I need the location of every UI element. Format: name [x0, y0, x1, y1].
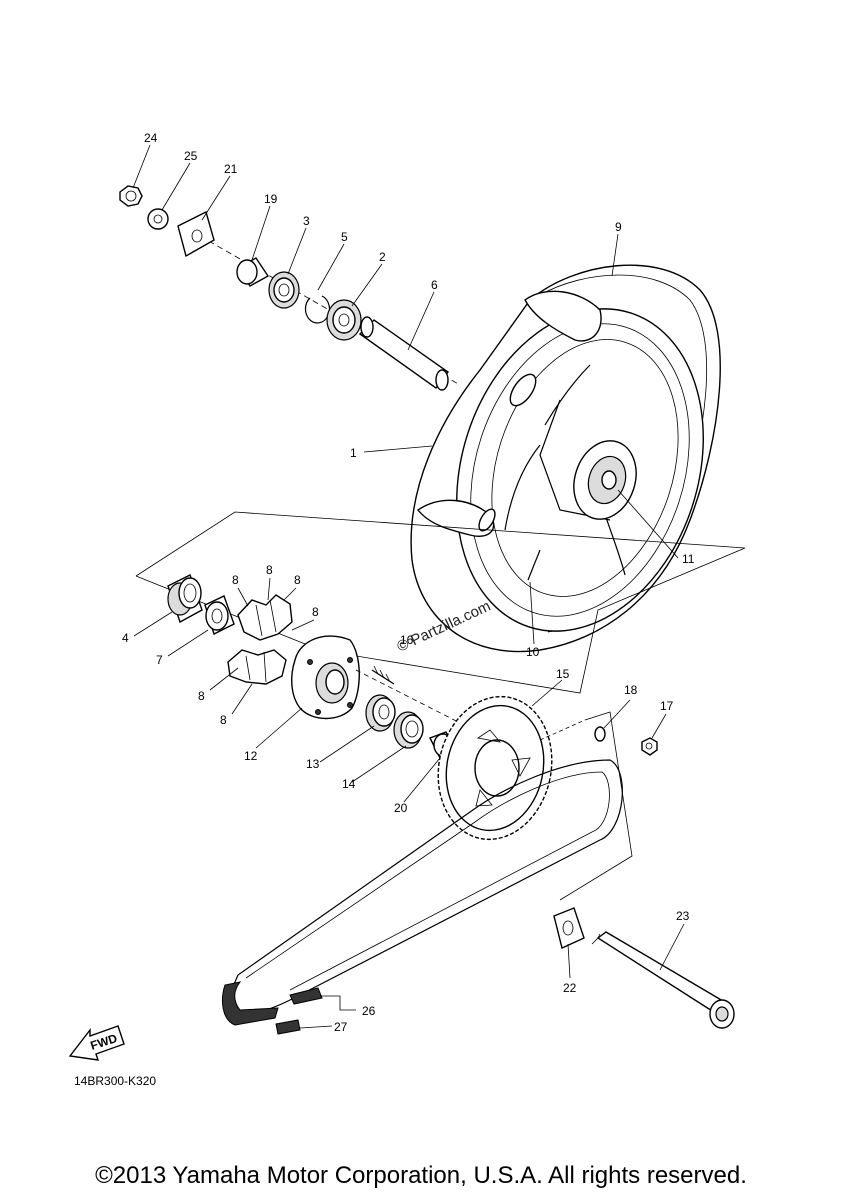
part-15-sprocket[interactable] — [425, 686, 564, 850]
part-6-spacer[interactable] — [358, 316, 449, 391]
callout-21: 21 — [224, 162, 238, 176]
callout-7: 7 — [156, 653, 163, 667]
callout-15: 15 — [556, 667, 570, 681]
drive-chain[interactable] — [222, 759, 623, 1026]
callout-8-a: 8 — [232, 573, 239, 587]
callout-10: 10 — [526, 645, 540, 659]
callout-8-d: 8 — [312, 605, 319, 619]
callout-2: 2 — [379, 250, 386, 264]
part-26-master-link[interactable] — [289, 987, 323, 1005]
callout-4: 4 — [122, 631, 129, 645]
callout-23: 23 — [676, 909, 690, 923]
part-13-bearing[interactable] — [365, 694, 396, 732]
leader-lines — [132, 144, 685, 1029]
callout-8-c: 8 — [294, 573, 301, 587]
callout-14: 14 — [342, 777, 356, 791]
callout-16: 16 — [400, 633, 414, 647]
callout-5: 5 — [341, 230, 348, 244]
callout-numbers: 24 25 21 19 3 5 2 6 9 1 11 10 4 7 8 8 8 … — [122, 131, 695, 1034]
callout-22: 22 — [563, 981, 577, 995]
part-8-damper-rubbers[interactable] — [227, 594, 293, 685]
part-14-oil-seal[interactable] — [393, 711, 424, 749]
callout-9: 9 — [615, 220, 622, 234]
callout-27: 27 — [334, 1020, 348, 1034]
callout-1: 1 — [350, 446, 357, 460]
part-5-circlip[interactable] — [304, 295, 331, 324]
callout-8-f: 8 — [220, 713, 227, 727]
fwd-arrow-icon: FWD — [68, 1025, 125, 1061]
part-12-sprocket-hub[interactable] — [291, 635, 360, 720]
callout-11: 11 — [682, 552, 695, 566]
part-21-plate[interactable] — [177, 210, 215, 258]
part-7-collar[interactable] — [204, 595, 235, 635]
callout-18: 18 — [624, 683, 638, 697]
callout-3: 3 — [303, 214, 310, 228]
part-27-clip[interactable] — [275, 1019, 301, 1035]
callout-24: 24 — [144, 131, 158, 145]
copyright-notice: ©2013 Yamaha Motor Corporation, U.S.A. A… — [95, 1162, 747, 1189]
callout-6: 6 — [431, 278, 438, 292]
callout-8-b: 8 — [266, 563, 273, 577]
drawing-code: 14BR300-K320 — [74, 1074, 156, 1088]
part-17-nut[interactable] — [641, 737, 658, 756]
part-3-bearing[interactable] — [268, 271, 300, 309]
part-16-stud[interactable] — [371, 665, 395, 685]
callout-25: 25 — [184, 149, 198, 163]
callout-13: 13 — [306, 757, 320, 771]
axle-stack-top — [119, 185, 461, 391]
part-4-bearing[interactable] — [167, 574, 203, 624]
part-22-plate[interactable] — [553, 907, 585, 949]
part-23-axle[interactable] — [591, 931, 735, 1029]
part-24-nut[interactable] — [119, 185, 143, 207]
part-2-bearing[interactable] — [326, 299, 362, 341]
part-25-washer[interactable] — [147, 208, 169, 230]
part-19-collar[interactable] — [236, 257, 270, 287]
callout-17: 17 — [660, 699, 674, 713]
callout-19: 19 — [264, 192, 278, 206]
part-1-wheel[interactable] — [410, 264, 743, 663]
part-18-washer[interactable] — [594, 726, 606, 742]
callout-8-e: 8 — [198, 689, 205, 703]
callout-12: 12 — [244, 749, 258, 763]
callout-20: 20 — [394, 801, 408, 815]
callout-26: 26 — [362, 1004, 376, 1018]
